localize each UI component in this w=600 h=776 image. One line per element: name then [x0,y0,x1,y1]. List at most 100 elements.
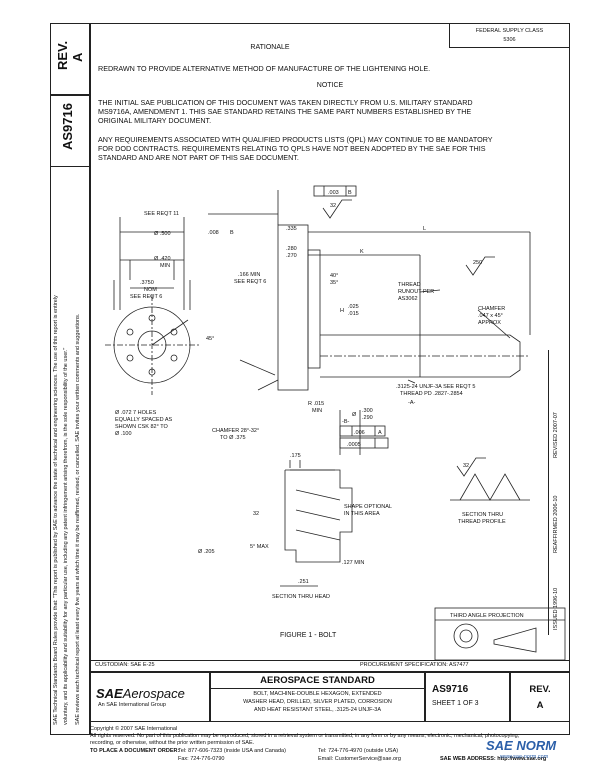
label-ang-35: 35° [330,280,338,286]
desc-line-1: BOLT, MACHINE-DOUBLE HEXAGON, EXTENDED [253,691,382,697]
label-dia-205: Ø .205 [198,549,215,555]
label-shape-1: SHAPE OPTIONAL [344,504,392,510]
label-section-thread-2: THREAD PROFILE [458,519,506,525]
desc-line-3: AND HEAT RESISTANT STEEL, .3125-24 UNJF-… [253,707,382,713]
date-column [548,350,571,635]
label-angle-45: 45° [206,336,214,342]
bolt-drawing: SEE REQT 11 Ø .500 .008 B Ø .420 MIN .37… [105,185,566,660]
label-thread-3: AS3062 [398,296,418,302]
figure-title: FIGURE 1 - BOLT [280,632,337,639]
rationale-title: RATIONALE [250,44,290,51]
label-chamfer-1: CHAMFER [478,306,505,312]
label-dim-335: .335 [286,226,297,232]
logo-cell [90,672,210,722]
label-thread-2: RUNOUT PER [398,289,434,295]
label-section-thread-1: SECTION THRU [462,512,503,518]
label-min: MIN [160,263,170,269]
label-max-5: 5° MAX [250,544,269,550]
rev-box [50,23,90,95]
fax: Fax: 724-776-0790 [178,756,225,762]
label-dia-300: .300 [362,408,373,414]
email: Email: CustomerService@sae.org [318,756,401,762]
label-holes-3: SHOWN CSK 82° TO [115,424,168,430]
custodian: CUSTODIAN: SAE E-25 [95,662,155,668]
label-rad-min: MIN [312,408,322,414]
legal-line-3: SAE reviews each technical report at lea… [75,313,81,725]
label-dim-280: .280 [286,246,297,252]
qpl-text: ANY REQUIREMENTS ASSOCIATED WITH QUALIFI… [98,135,563,162]
label-ang-40: 40° [330,273,338,279]
label-nom-3750: .3750 [140,280,154,286]
notice-text: THE INITIAL SAE PUBLICATION OF THIS DOCU… [98,98,563,125]
custodian-row [90,660,570,672]
thread-profile [459,473,521,501]
rev-cell [510,672,570,722]
sae-logo: SAEAerospace [96,686,185,701]
issued-date: ISSUED 1996-10 [553,587,559,630]
number-cell [425,672,510,722]
watermark-logo: SAE NORM [486,738,557,753]
rev-label: REV. [55,40,70,70]
desc-line-2: WASHER HEAD, DRILLED, SILVER PLATED, COR… [243,699,392,705]
label-finish-32: 32 [330,203,336,209]
label-see-req-6: SEE REQT 6 [130,294,162,300]
label-dia-290: .290 [362,415,373,421]
label-dim-270: .270 [286,253,297,259]
label-finish-32c: 32 [463,463,469,469]
legal-line-2: voluntary, and its applicability and sui… [63,347,69,725]
label-fcf-006: .006 [354,430,365,436]
label-section-head: SECTION THRU HEAD [272,594,330,600]
title-cell [210,672,425,722]
label-chamfer-left-1: CHAMFER 28°-32° [212,428,259,434]
supply-class-label: FEDERAL SUPPLY CLASS [475,28,544,34]
rationale-text: REDRAWN TO PROVIDE ALTERNATIVE METHOD OF… [98,64,431,73]
label-dim-H: H [340,308,344,314]
legal-line-1: SAE Technical Standards Board Rules prov… [53,295,59,725]
label-chamfer-2: .047 x 45° [478,313,503,319]
procurement-spec: PROCUREMENT SPECIFICATION: AS7477 [360,662,469,668]
label-dia-sym: Ø [352,412,357,418]
standard-title: AEROSPACE STANDARD [210,675,425,689]
qpl-line-3: STANDARD AND ARE NOT PART OF THIS SAE DO… [98,153,299,162]
std-number: AS9716 [432,684,469,695]
label-dia-500: Ø .500 [154,231,171,237]
notice-line-1: THE INITIAL SAE PUBLICATION OF THIS DOCU… [98,98,473,107]
tel-inside: Tel: 877-606-7323 (inside USA and Canada… [178,748,286,754]
qpl-line-1: ANY REQUIREMENTS ASSOCIATED WITH QUALIFI… [98,135,493,144]
label-dia-420: Ø .420 [154,256,171,262]
label-see-req-6b: SEE REQT 6 [234,279,266,285]
tel-outside: Tel: 724-776-4970 (outside USA) [318,748,399,754]
notice-line-2: MS9716A, AMENDMENT 1. THIS SAE STANDARD … [98,107,472,116]
title-rev-label: REV. [529,684,551,695]
label-finish-250: 250 [473,260,482,266]
revised-date: REVISED 2007-07 [553,412,559,458]
label-datum-b2: -B- [342,419,350,425]
rev-value: A [70,52,85,62]
logo-sae: SAE [96,686,123,701]
label-chamfer-3: APPROX [478,320,501,326]
section-head [284,469,353,563]
label-dim-175: .175 [290,453,301,459]
supply-class-value: 5306 [503,37,516,43]
label-projection: THIRD ANGLE PROJECTION [450,613,524,619]
label-tol-008: .008 [208,230,219,236]
label-holes-1: Ø .072 7 HOLES [115,410,157,416]
rights-line-1: All rights reserved. No part of this pub… [90,733,520,739]
title-rev-value: A [536,700,544,711]
reaffirmed-date: REAFFIRMED 2006-10 [553,495,559,553]
label-dim-251: .251 [298,579,309,585]
label-thread-1: THREAD [398,282,421,288]
label-nom: NOM [144,287,157,293]
doc-number-vertical: AS9716 [60,103,75,150]
label-datum-a: -A- [408,400,416,406]
label-dim-L: L [423,226,426,232]
label-dim-015: .015 [348,311,359,317]
label-min-166: .166 MIN [238,272,260,278]
label-chamfer-left-2: TO Ø .375 [220,435,246,441]
label-fcf-0005: .0005 [347,442,361,448]
order-label: TO PLACE A DOCUMENT ORDER: [90,748,180,754]
notice-line-3: ORIGINAL MILITARY DOCUMENT. [98,116,212,125]
notice-title: NOTICE [316,82,344,89]
watermark-url: www.sae-norm.com [500,754,549,760]
label-see-req-11: SEE REQT 11 [144,211,179,217]
